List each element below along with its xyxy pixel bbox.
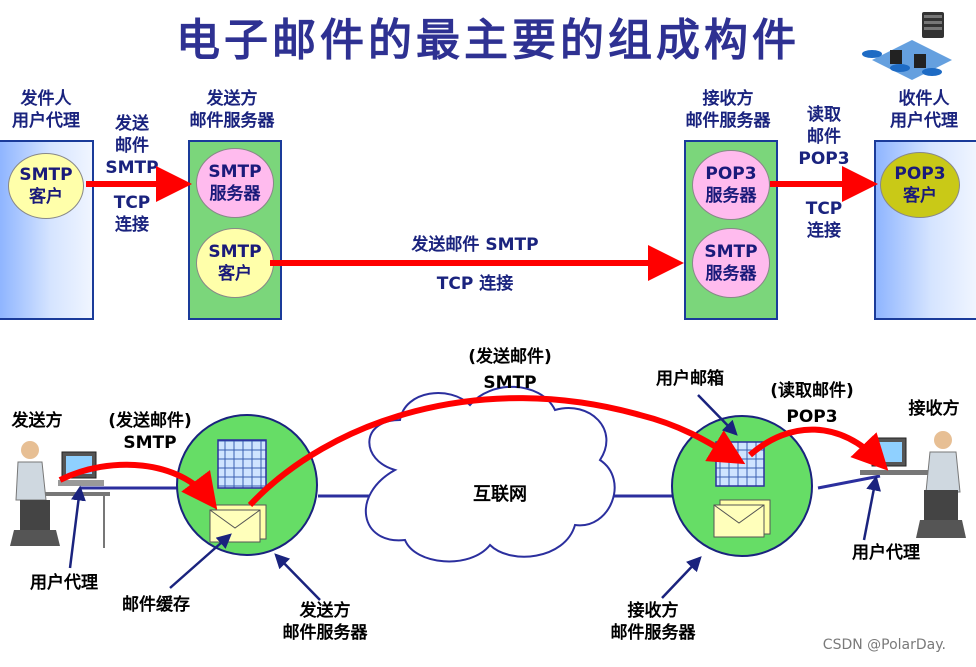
bottom-read-mail: (读取邮件) POP3 — [752, 380, 872, 428]
sender-agent-line1: 发件人 — [20, 89, 72, 109]
pointer-receiver-server — [661, 556, 702, 599]
internet-cloud-icon — [364, 385, 616, 563]
smtp-server-2: SMTP 服务器 — [692, 228, 770, 298]
bottom-sender-server-line1: 发送方 — [299, 601, 351, 621]
receiver-agent-line1: 收件人 — [898, 89, 950, 109]
sender-mail-cache-icon — [209, 504, 267, 543]
bottom-sender-label: 发送方 — [11, 411, 63, 431]
smtp-server-2-line1: SMTP — [704, 242, 758, 262]
pop3-client-line1: POP3 — [894, 164, 946, 184]
tcp-1-line1: TCP — [113, 193, 151, 213]
pointer-mailbox — [697, 394, 738, 436]
bottom-receiver-label: 接收方 — [908, 399, 960, 419]
receiver-server-label: 接收方 邮件服务器 — [668, 88, 788, 132]
receiver-server-line2: 邮件服务器 — [685, 111, 771, 131]
sender-agent-label: 发件人 用户代理 — [0, 88, 92, 132]
pop3-server-line1: POP3 — [705, 164, 757, 184]
send-mail-1-line1: 发送 — [115, 114, 149, 134]
bottom-receiver-server-line2: 邮件服务器 — [610, 623, 696, 643]
pointer-mail-cache — [169, 533, 232, 589]
pointer-sender-server — [274, 553, 321, 601]
smtp-client-2-line2: 客户 — [218, 264, 252, 284]
receiver-mail-cache-icon — [713, 499, 771, 538]
bottom-mailbox-label: 用户邮箱 — [656, 369, 724, 389]
read-mail-label: 读取 邮件 POP3 — [790, 104, 858, 170]
pop3-server-line2: 服务器 — [705, 186, 757, 206]
sender-agent-line2: 用户代理 — [12, 111, 80, 131]
read-mail-line1: 读取 — [807, 105, 841, 125]
bottom-send-top-line2: SMTP — [483, 373, 537, 393]
bottom-send-mail-top: (发送邮件) SMTP — [440, 346, 580, 394]
receiver-agent-line2: 用户代理 — [890, 111, 958, 131]
bottom-user-agent-left: 用户代理 — [30, 573, 98, 593]
sender-server-label: 发送方 邮件服务器 — [172, 88, 292, 132]
smtp-server-1-line1: SMTP — [208, 162, 262, 182]
bottom-mail-cache: 邮件缓存 — [122, 595, 190, 615]
bottom-sender-server-line2: 邮件服务器 — [282, 623, 368, 643]
pointer-user-agent-right — [862, 475, 881, 541]
send-mail-1-line3: SMTP — [105, 158, 159, 178]
smtp-server-2-line2: 服务器 — [705, 264, 757, 284]
pop3-client: POP3 客户 — [880, 152, 960, 218]
arrow-send-to-server — [58, 461, 218, 510]
watermark: CSDN @PolarDay. — [822, 637, 946, 653]
arrow-mailbox-to-receiver — [748, 426, 889, 471]
sender-mailbox-grid-icon — [217, 439, 267, 489]
tcp-1-line2: 连接 — [115, 215, 149, 235]
tcp-connect-label: TCP 连接 — [436, 274, 514, 294]
sender-server-line1: 发送方 — [206, 89, 258, 109]
send-mail-1-line2: 邮件 — [115, 136, 149, 156]
smtp-client-2-line1: SMTP — [208, 242, 262, 262]
bottom-receiver-server: 接收方 邮件服务器 — [590, 600, 716, 644]
link-server-receiver — [817, 474, 881, 490]
send-mail-smtp-label: 发送邮件 SMTP — [411, 235, 539, 255]
sender-server-line2: 邮件服务器 — [189, 111, 275, 131]
tcp-2-line2: 连接 — [807, 221, 841, 241]
smtp-server-1: SMTP 服务器 — [196, 148, 274, 218]
bottom-receiver-server-line1: 接收方 — [627, 601, 679, 621]
tcp-2-line1: TCP — [805, 199, 843, 219]
pop3-client-line2: 客户 — [903, 186, 937, 206]
bottom-send-mail-left: (发送邮件) SMTP — [90, 410, 210, 454]
page-title: 电子邮件的最主要的组成构件 — [176, 15, 800, 66]
read-mail-line3: POP3 — [798, 149, 850, 169]
smtp-client-1: SMTP 客户 — [8, 153, 84, 219]
internet-label: 互联网 — [473, 484, 527, 505]
pointer-user-agent-left — [68, 485, 86, 569]
smtp-client-2: SMTP 客户 — [196, 228, 274, 298]
smtp-client-1-line1: SMTP — [19, 165, 73, 185]
send-mail-label-1: 发送 邮件 SMTP — [100, 113, 164, 179]
bottom-send-top-line1: (发送邮件) — [468, 347, 552, 367]
smtp-client-1-line2: 客户 — [29, 187, 63, 207]
read-mail-line2: 邮件 — [807, 127, 841, 147]
receiver-agent-label: 收件人 用户代理 — [872, 88, 976, 132]
bottom-send-left-line1: (发送邮件) — [108, 411, 192, 431]
receiver-server-line1: 接收方 — [702, 89, 754, 109]
bottom-user-agent-right: 用户代理 — [852, 543, 920, 563]
sender-person-icon — [10, 441, 110, 548]
smtp-server-1-line2: 服务器 — [209, 184, 261, 204]
tcp-label-1: TCP 连接 — [100, 192, 164, 236]
bottom-read-line2: POP3 — [786, 407, 838, 427]
arrow-server-to-server — [247, 395, 746, 508]
tcp-label-2: TCP 连接 — [790, 198, 858, 242]
bottom-send-left-line2: SMTP — [123, 433, 177, 453]
bottom-sender-server: 发送方 邮件服务器 — [262, 600, 388, 644]
pop3-server: POP3 服务器 — [692, 150, 770, 220]
bottom-read-line1: (读取邮件) — [770, 381, 854, 401]
